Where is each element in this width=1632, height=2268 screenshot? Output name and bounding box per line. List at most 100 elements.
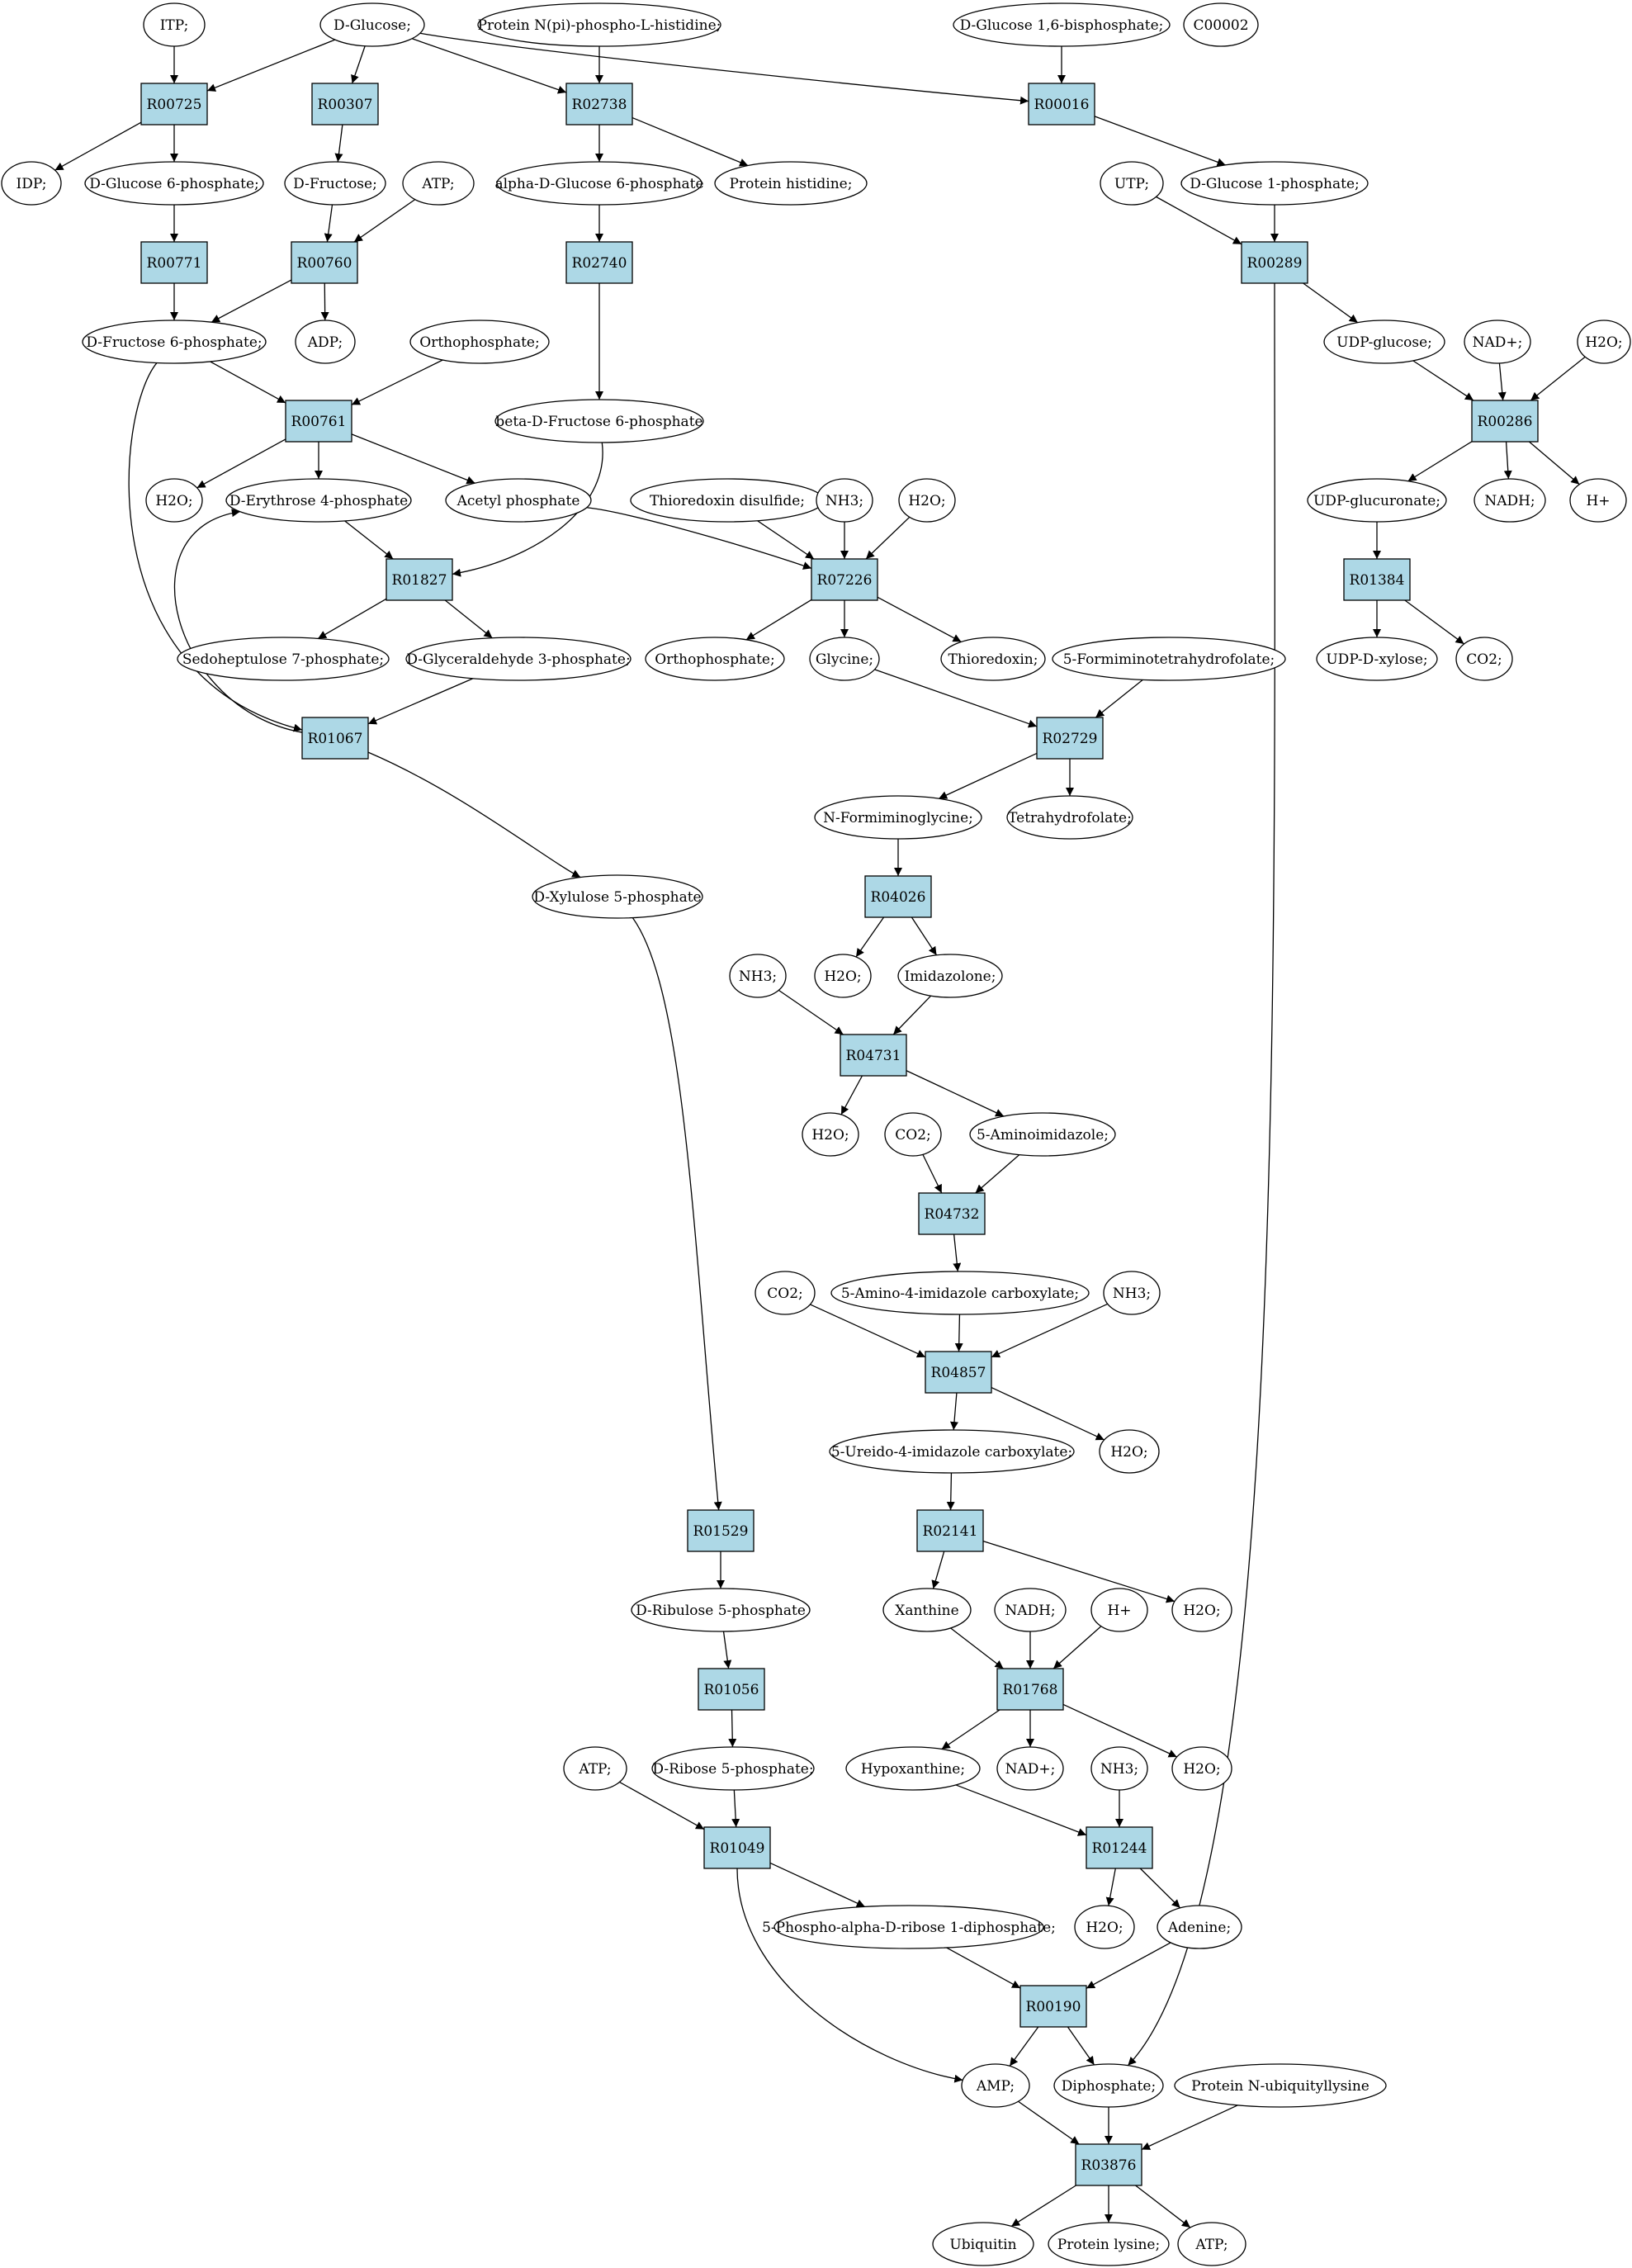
metabolite-node[interactable]: ATP; bbox=[563, 1746, 627, 1791]
reaction-node[interactable]: R01056 bbox=[698, 1668, 765, 1711]
metabolite-node[interactable]: NH3; bbox=[1090, 1746, 1148, 1791]
metabolite-node[interactable]: Thioredoxin disulfide; bbox=[630, 478, 825, 523]
metabolite-node[interactable]: Thioredoxin; bbox=[940, 637, 1046, 681]
metabolite-node[interactable]: D-Xylulose 5-phosphate bbox=[532, 874, 703, 919]
metabolite-node[interactable]: Tetrahydrofolate; bbox=[1006, 795, 1133, 840]
metabolite-node[interactable]: D-Fructose 6-phosphate; bbox=[82, 320, 267, 364]
metabolite-node[interactable]: 5-Formiminotetrahydrofolate; bbox=[1052, 637, 1286, 681]
reaction-node[interactable]: R01827 bbox=[386, 558, 453, 601]
metabolite-node[interactable]: D-Glucose 6-phosphate; bbox=[84, 161, 264, 206]
metabolite-node[interactable]: UTP; bbox=[1100, 161, 1164, 206]
metabolite-node[interactable]: Xanthine bbox=[882, 1588, 972, 1632]
reaction-node[interactable]: R00289 bbox=[1241, 241, 1308, 284]
metabolite-node[interactable]: D-Glucose 1-phosphate; bbox=[1180, 161, 1369, 206]
metabolite-node[interactable]: IDP; bbox=[1, 161, 62, 206]
metabolite-node[interactable]: Sedoheptulose 7-phosphate; bbox=[177, 637, 390, 681]
metabolite-node[interactable]: UDP-D-xylose; bbox=[1316, 637, 1438, 681]
metabolite-node[interactable]: H2O; bbox=[1171, 1588, 1232, 1632]
metabolite-node[interactable]: beta-D-Fructose 6-phosphate bbox=[494, 399, 704, 443]
metabolite-node[interactable]: H2O; bbox=[1099, 1429, 1160, 1474]
reaction-node[interactable]: R07226 bbox=[811, 558, 878, 601]
reaction-node[interactable]: R01384 bbox=[1343, 558, 1411, 601]
metabolite-node[interactable]: NH3; bbox=[816, 478, 873, 523]
metabolite-node[interactable]: C00002 bbox=[1183, 2, 1259, 47]
reaction-node[interactable]: R01768 bbox=[996, 1668, 1064, 1711]
reaction-node[interactable]: R01067 bbox=[301, 717, 369, 760]
metabolite-node[interactable]: 5-Aminoimidazole; bbox=[969, 1112, 1116, 1157]
reaction-node[interactable]: R00771 bbox=[140, 241, 208, 284]
metabolite-node[interactable]: Adenine; bbox=[1157, 1905, 1242, 1949]
metabolite-node[interactable]: 5-Amino-4-imidazole carboxylate; bbox=[830, 1271, 1090, 1315]
metabolite-node[interactable]: D-Glyceraldehyde 3-phosphate; bbox=[405, 637, 632, 681]
metabolite-node[interactable]: D-Fructose; bbox=[284, 161, 386, 206]
reaction-box bbox=[1075, 2143, 1142, 2186]
metabolite-node[interactable]: Diphosphate; bbox=[1053, 2063, 1164, 2108]
reaction-node[interactable]: R04026 bbox=[864, 875, 932, 918]
reaction-node[interactable]: R00190 bbox=[1019, 1985, 1087, 2028]
metabolite-node[interactable]: NADH; bbox=[1474, 478, 1546, 523]
metabolite-node[interactable]: NAD+; bbox=[1464, 320, 1531, 364]
reaction-node[interactable]: R00286 bbox=[1471, 400, 1539, 443]
metabolite-node[interactable]: UDP-glucuronate; bbox=[1307, 478, 1447, 523]
metabolite-node[interactable]: CO2; bbox=[1455, 637, 1513, 681]
reaction-node[interactable]: R04732 bbox=[918, 1192, 986, 1235]
metabolite-node[interactable]: D-Glucose; bbox=[319, 2, 425, 47]
metabolite-node[interactable]: NADH; bbox=[994, 1588, 1067, 1632]
metabolite-node[interactable]: Hypoxanthine; bbox=[845, 1746, 981, 1791]
metabolite-node[interactable]: H+ bbox=[1090, 1588, 1148, 1632]
metabolite-node[interactable]: ITP; bbox=[143, 2, 206, 47]
reaction-node[interactable]: R03876 bbox=[1075, 2143, 1142, 2186]
reaction-node[interactable]: R02729 bbox=[1036, 717, 1104, 760]
reaction-node[interactable]: R01244 bbox=[1086, 1826, 1153, 1869]
reaction-node[interactable]: R02738 bbox=[565, 83, 633, 125]
metabolite-node[interactable]: NH3; bbox=[729, 954, 787, 998]
metabolite-node[interactable]: D-Glucose 1,6-bisphosphate; bbox=[953, 2, 1171, 47]
metabolite-node[interactable]: NH3; bbox=[1103, 1271, 1161, 1315]
metabolite-node[interactable]: H2O; bbox=[1074, 1905, 1135, 1949]
metabolite-node[interactable]: H2O; bbox=[898, 478, 956, 523]
reaction-node[interactable]: R00016 bbox=[1028, 83, 1095, 125]
metabolite-node[interactable]: H2O; bbox=[802, 1112, 859, 1157]
metabolite-node[interactable]: Protein N-ubiquityllysine bbox=[1174, 2063, 1387, 2108]
reaction-node[interactable]: R01049 bbox=[703, 1826, 771, 1869]
metabolite-node[interactable]: 5-Phospho-alpha-D-ribose 1-diphosphate; bbox=[762, 1905, 1056, 1949]
metabolite-node[interactable]: D-Ribose 5-phosphate; bbox=[651, 1746, 815, 1791]
reaction-node[interactable]: R00760 bbox=[291, 241, 358, 284]
metabolite-node[interactable]: Imidazolone; bbox=[897, 954, 1003, 998]
metabolite-node[interactable]: alpha-D-Glucose 6-phosphate bbox=[494, 161, 704, 206]
metabolite-node[interactable]: 5-Ureido-4-imidazole carboxylate; bbox=[829, 1429, 1075, 1474]
metabolite-node[interactable]: Protein N(pi)-phospho-L-histidine; bbox=[477, 2, 721, 47]
metabolite-node[interactable]: UDP-glucose; bbox=[1323, 320, 1445, 364]
metabolite-node[interactable]: ATP; bbox=[1177, 2222, 1246, 2266]
metabolite-node[interactable]: H+ bbox=[1569, 478, 1627, 523]
metabolite-node[interactable]: H2O; bbox=[1171, 1746, 1232, 1791]
reaction-node[interactable]: R02141 bbox=[916, 1509, 984, 1552]
metabolite-node[interactable]: Protein lysine; bbox=[1048, 2222, 1170, 2266]
reaction-node[interactable]: R01529 bbox=[687, 1509, 755, 1552]
reaction-node[interactable]: R04731 bbox=[840, 1034, 907, 1077]
metabolite-node[interactable]: H2O; bbox=[1577, 320, 1631, 364]
metabolite-node[interactable]: D-Ribulose 5-phosphate bbox=[631, 1588, 811, 1632]
metabolite-node[interactable]: AMP; bbox=[961, 2063, 1030, 2108]
metabolite-node[interactable]: Glycine; bbox=[809, 637, 880, 681]
reaction-node[interactable]: R02740 bbox=[565, 241, 633, 284]
reaction-node[interactable]: R04857 bbox=[925, 1351, 992, 1394]
reaction-node[interactable]: R00725 bbox=[140, 83, 208, 125]
metabolite-node[interactable]: Ubiquitin bbox=[932, 2222, 1034, 2266]
metabolite-node[interactable]: Acetyl phosphate bbox=[445, 478, 592, 523]
reaction-node[interactable]: R00307 bbox=[311, 83, 379, 125]
metabolite-label: H2O; bbox=[1086, 1920, 1123, 1936]
metabolite-node[interactable]: CO2; bbox=[884, 1112, 942, 1157]
metabolite-node[interactable]: H2O; bbox=[145, 478, 203, 523]
metabolite-node[interactable]: ADP; bbox=[295, 320, 356, 364]
metabolite-node[interactable]: Protein histidine; bbox=[714, 161, 868, 206]
metabolite-node[interactable]: H2O; bbox=[814, 954, 872, 998]
reaction-node[interactable]: R00761 bbox=[285, 400, 352, 443]
metabolite-node[interactable]: CO2; bbox=[755, 1271, 816, 1315]
metabolite-node[interactable]: NAD+; bbox=[996, 1746, 1064, 1791]
metabolite-node[interactable]: Orthophosphate; bbox=[409, 320, 550, 364]
metabolite-node[interactable]: N-Formiminoglycine; bbox=[814, 795, 982, 840]
metabolite-node[interactable]: Orthophosphate; bbox=[645, 637, 785, 681]
metabolite-node[interactable]: D-Erythrose 4-phosphate bbox=[225, 478, 412, 523]
metabolite-node[interactable]: ATP; bbox=[402, 161, 475, 206]
